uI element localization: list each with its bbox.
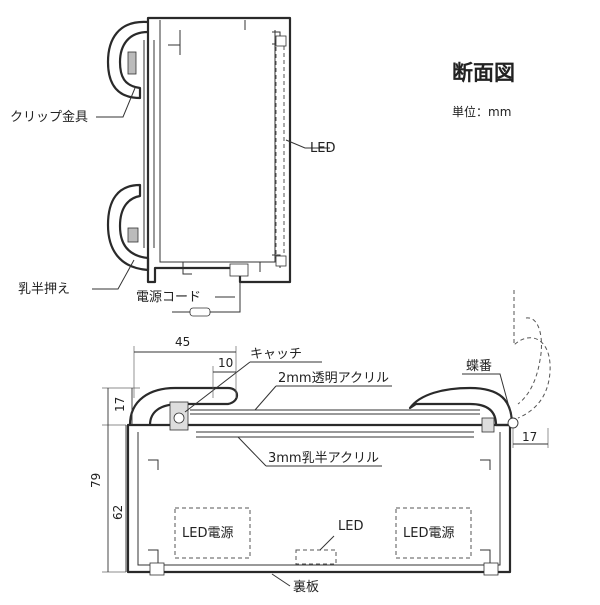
bottom-inner-wall [137, 432, 501, 566]
led-strip [275, 39, 285, 259]
holder-leader [92, 259, 135, 290]
back-panel-leader [271, 573, 291, 587]
led-power-box-right [395, 507, 472, 559]
power-box [229, 263, 249, 277]
clear-acrylic-label: 2mm透明アクリル [278, 371, 389, 386]
dim-10-label: 10 [218, 356, 233, 370]
power-cord-label: 電源コード [136, 290, 201, 305]
foot-right [483, 562, 499, 576]
catch-leader [184, 361, 322, 413]
diffuser-acrylic-leader [237, 436, 382, 467]
upper-clip-curve [106, 20, 149, 100]
catch-label: キャッチ [250, 347, 302, 362]
hinge-open-inner [517, 317, 542, 405]
unit-label: 単位：mm [452, 104, 511, 119]
lower-clip-curve [106, 183, 150, 272]
clip-label: クリップ金具 [10, 109, 88, 125]
led-power-right-label: LED電源 [403, 526, 454, 541]
hinge-pin [507, 417, 519, 429]
dim-62-label: 62 [111, 505, 125, 520]
hinge-open-outline [513, 290, 551, 419]
catch-screw [173, 412, 185, 424]
clear-acrylic-leader [254, 385, 392, 411]
right-cap-curve [408, 386, 514, 427]
led-box [295, 549, 337, 565]
diffuser-acrylic-label: 3mm乳半アクリル [268, 451, 379, 466]
led-power-left-label: LED電源 [182, 526, 233, 541]
top-ribs [168, 20, 281, 55]
back-panel-label: 裏板 [293, 580, 319, 595]
bottom-section-profile [126, 290, 551, 576]
top-frame-outline [146, 16, 292, 284]
dim-v17-label: 17 [113, 397, 127, 412]
led-leader-bottom [319, 535, 335, 551]
hinge-block [481, 417, 495, 433]
hinge-leader [462, 373, 513, 419]
holder-spring [127, 227, 139, 243]
led-clip-top [275, 35, 287, 47]
led-label-top: LED [310, 141, 335, 156]
led-leader-top [285, 139, 330, 149]
hinge-label: 蝶番 [466, 359, 492, 374]
clip-spring [127, 51, 137, 75]
dim-79-label: 79 [89, 473, 103, 488]
top-inner-wall [159, 20, 276, 263]
led-label-bottom: LED [338, 519, 363, 534]
diffuser-holder-label: 乳半押え [18, 282, 70, 297]
dim-45-label: 45 [175, 335, 190, 349]
clip-leader [96, 87, 136, 118]
foot-left [149, 562, 165, 576]
dim-side17-label: 17 [522, 430, 537, 444]
diagram-title: 断面図 [452, 61, 515, 85]
power-cord-line [210, 282, 241, 313]
left-cap-curve [128, 386, 239, 426]
led-clip-bottom [275, 255, 287, 267]
led-power-box-left [174, 507, 251, 559]
power-plug [189, 307, 211, 317]
bottom-frame-ribs [148, 459, 491, 565]
top-section-profile [106, 16, 292, 317]
bottom-frame-outline [126, 423, 512, 574]
